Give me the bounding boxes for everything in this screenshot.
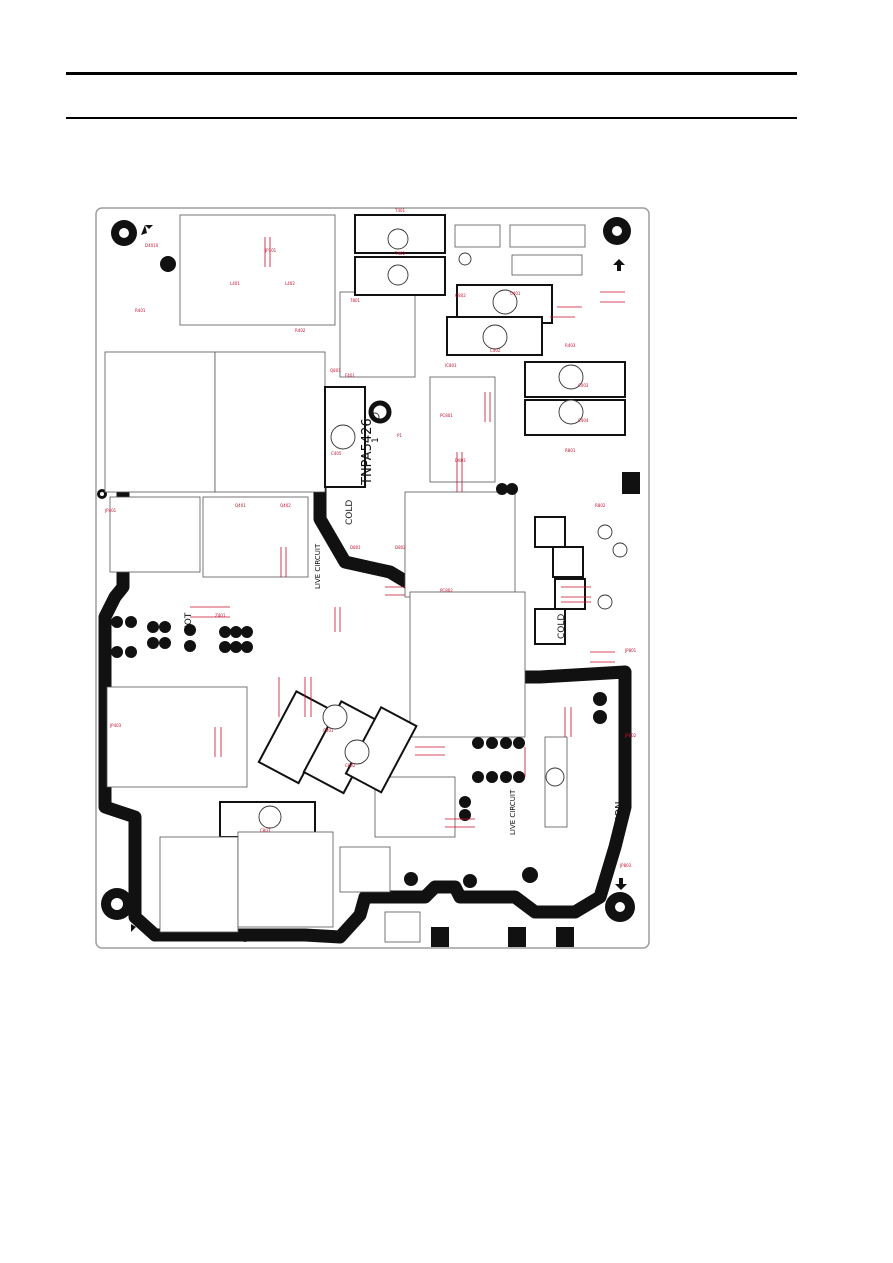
ref-label: D801	[350, 545, 361, 550]
ref-label: C801	[323, 728, 334, 733]
ref-label: C402	[490, 348, 501, 353]
ref-label: JP801	[624, 648, 637, 653]
ref-label: JP802	[624, 733, 637, 738]
ref-label: JP401	[104, 508, 117, 513]
ref-label: JP803	[619, 863, 632, 868]
ref-label: L401	[230, 281, 240, 286]
ref-label: L402	[285, 281, 295, 286]
header-rule-top	[66, 72, 797, 75]
caution-label: CAUTION	[614, 801, 625, 847]
zone-label-hot: HOT	[184, 612, 194, 632]
ref-label: Q801	[330, 368, 341, 373]
zone-label-live: LIVE CIRCUIT	[314, 543, 322, 589]
ref-label: C405	[331, 451, 342, 456]
ref-label: R402	[295, 328, 306, 333]
board-version: 1	[371, 437, 381, 443]
ref-label: P1	[397, 433, 402, 438]
ref-label: PC802	[440, 588, 453, 593]
board-part-number: TNPA5426	[360, 418, 375, 486]
header-rule-bottom	[66, 117, 797, 119]
ref-label: PC801	[440, 413, 453, 418]
ref-label: T402	[394, 251, 406, 256]
ref-label: T401	[394, 208, 406, 213]
ref-label: Q401	[235, 503, 246, 508]
block	[179, 214, 336, 326]
ref-label: Q402	[280, 503, 291, 508]
zone-label-cold: COLD	[345, 500, 355, 525]
block	[339, 291, 416, 378]
zone-label-live-2: LIVE CIRCUIT	[509, 789, 517, 835]
ref-label: R401	[135, 308, 146, 313]
zone-label-cold-2: COLD	[557, 614, 567, 639]
pcb-layout-diagram: TNPA5426 1 HOT COLD COLD LIVE CIRCUIT LI…	[95, 207, 650, 949]
ground-trace-hot	[98, 432, 632, 944]
arrow-icon	[131, 225, 627, 932]
ref-label: D803	[455, 458, 466, 463]
ref-label: JP403	[109, 723, 122, 728]
ref-label: F401	[345, 373, 355, 378]
ref-label: C401	[510, 291, 521, 296]
ref-label: D802	[395, 545, 406, 550]
silkscreen-marks	[190, 237, 625, 828]
ref-label: JP101	[264, 248, 277, 253]
ref-label: R403	[565, 343, 576, 348]
connector-icon	[111, 256, 640, 947]
ref-label: R802	[595, 503, 606, 508]
ref-label: C403	[578, 383, 589, 388]
ref-label: C802	[345, 763, 356, 768]
ref-label: IC801	[445, 363, 457, 368]
ref-label: Z401	[215, 613, 226, 618]
ref-label: D4010	[145, 243, 159, 248]
ref-label: T801	[349, 298, 361, 303]
ref-label: C404	[578, 418, 589, 423]
ref-label: C803	[260, 828, 271, 833]
ref-label: R801	[565, 448, 576, 453]
ref-label: Q802	[455, 293, 466, 298]
